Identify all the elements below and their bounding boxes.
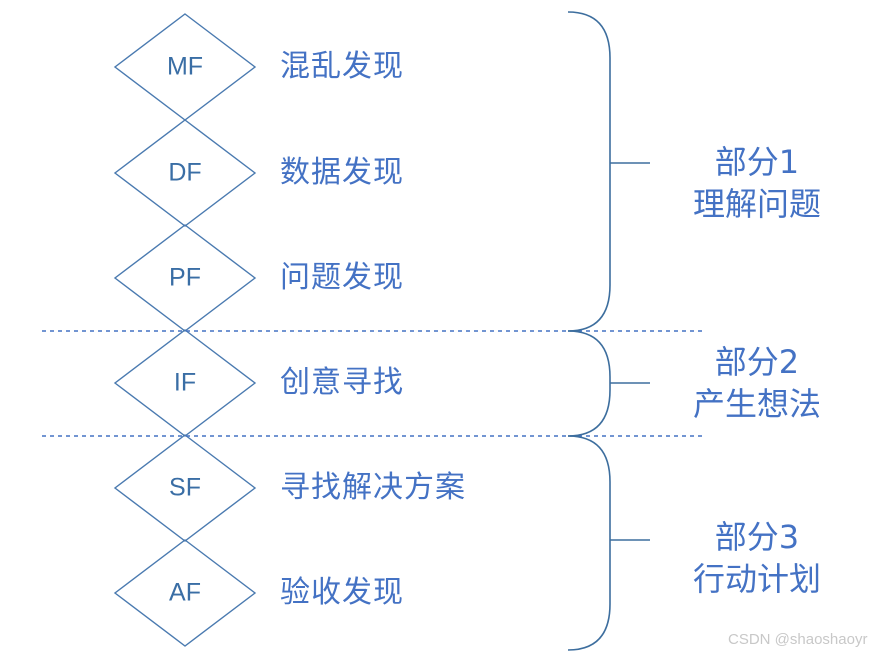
part-title-part3: 行动计划 — [692, 560, 822, 598]
stage-label-af: 验收发现 — [280, 575, 404, 610]
part-number-part2: 部分2 — [714, 342, 800, 381]
curly-brace-group — [567, 11, 650, 651]
stage-code-mf: MF — [166, 52, 204, 81]
part-number-part3: 部分3 — [714, 517, 800, 556]
brace-part2 — [567, 330, 611, 437]
stage-diamond-if[interactable] — [113, 329, 257, 437]
stage-label-if: 创意寻找 — [280, 365, 404, 400]
part-title-part2: 产生想法 — [692, 385, 822, 423]
section-divider-lines-group — [42, 330, 705, 437]
stage-diamond-sf[interactable] — [113, 434, 257, 542]
stage-code-sf: SF — [169, 473, 201, 502]
part-label-part2: 部分2 产生想法 — [693, 341, 821, 425]
stage-diamond-df[interactable] — [113, 119, 257, 227]
stage-label-mf: 混乱发现 — [280, 49, 404, 84]
brace-part3 — [567, 435, 611, 651]
part-title-part1: 理解问题 — [692, 185, 822, 223]
part-number-part1: 部分1 — [714, 142, 800, 181]
part-label-part1: 部分1 理解问题 — [693, 141, 821, 225]
watermark-text: CSDN @shaoshaoyr — [728, 631, 868, 648]
stage-code-df: DF — [168, 158, 202, 187]
stage-diamond-pf[interactable] — [113, 224, 257, 332]
stage-code-pf: PF — [169, 263, 201, 292]
stage-label-sf: 寻找解决方案 — [280, 470, 466, 505]
stage-label-df: 数据发现 — [280, 155, 404, 190]
stage-label-pf: 问题发现 — [280, 260, 404, 295]
diamond-shapes-group — [113, 13, 257, 647]
brace-part1 — [567, 11, 611, 332]
stage-code-af: AF — [169, 578, 201, 607]
part-label-part3: 部分3 行动计划 — [693, 516, 821, 600]
stage-diamond-af[interactable] — [113, 539, 257, 647]
stage-code-if: IF — [173, 368, 197, 397]
